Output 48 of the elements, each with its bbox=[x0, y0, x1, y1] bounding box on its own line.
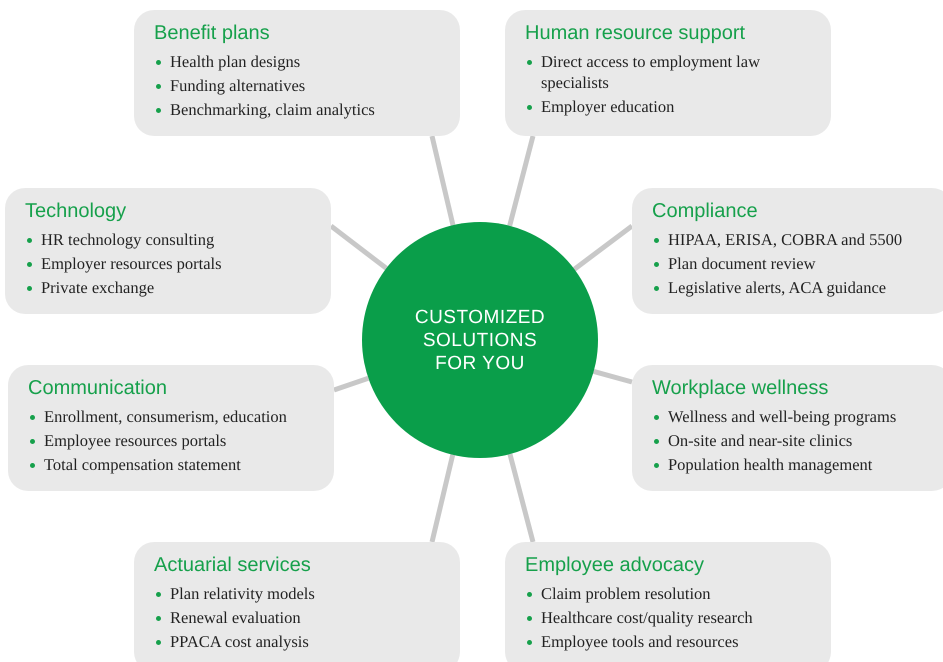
connector-line bbox=[430, 135, 456, 226]
card-heading: Compliance bbox=[652, 200, 759, 223]
bullet-item: HR technology consulting bbox=[25, 229, 317, 250]
card-heading: Technology bbox=[25, 200, 128, 223]
connector-line bbox=[329, 224, 388, 270]
connector-line bbox=[508, 454, 536, 543]
bullet-item: Total compensation statement bbox=[28, 454, 320, 475]
bullet-item: Funding alternatives bbox=[154, 75, 446, 96]
bullet-item: Employer education bbox=[525, 96, 817, 117]
bullet-item: Direct access to employment law specialists bbox=[525, 51, 817, 93]
bullet-item: Employee tools and resources bbox=[525, 631, 817, 652]
connector-line bbox=[507, 135, 536, 226]
service-card bbox=[5, 188, 331, 314]
bullet-item: Legislative alerts, ACA guidance bbox=[652, 277, 938, 298]
service-card bbox=[505, 10, 831, 136]
service-card bbox=[134, 10, 460, 136]
service-card bbox=[134, 542, 460, 662]
connector-line bbox=[333, 376, 370, 392]
bullet-item: Renewal evaluation bbox=[154, 607, 446, 628]
card-heading: Workplace wellness bbox=[652, 377, 830, 400]
bullet-item: Claim problem resolution bbox=[525, 583, 817, 604]
bullet-item: HIPAA, ERISA, COBRA and 5500 bbox=[652, 229, 938, 250]
card-heading: Communication bbox=[28, 377, 168, 400]
bullet-item: Plan relativity models bbox=[154, 583, 446, 604]
bullet-item: On-site and near-site clinics bbox=[652, 430, 938, 451]
bullet-item: PPACA cost analysis bbox=[154, 631, 446, 652]
bullet-item: Enrollment, consumerism, education bbox=[28, 406, 320, 427]
card-heading: Benefit plans bbox=[154, 22, 271, 45]
card-heading: Employee advocacy bbox=[525, 554, 705, 577]
connector-line bbox=[572, 224, 634, 272]
bullet-item: Employee resources portals bbox=[28, 430, 320, 451]
bullet-item: Population health management bbox=[652, 454, 938, 475]
service-card bbox=[8, 365, 334, 491]
bullet-item: Healthcare cost/quality research bbox=[525, 607, 817, 628]
service-card bbox=[632, 365, 943, 491]
bullet-item: Employer resources portals bbox=[25, 253, 317, 274]
bullet-item: Health plan designs bbox=[154, 51, 446, 72]
service-card bbox=[632, 188, 943, 314]
bullet-item: Benchmarking, claim analytics bbox=[154, 99, 446, 120]
bullet-item: Plan document review bbox=[652, 253, 938, 274]
card-heading: Actuarial services bbox=[154, 554, 312, 577]
center-label: CUSTOMIZED SOLUTIONS FOR YOU bbox=[414, 306, 546, 374]
card-heading: Human resource support bbox=[525, 22, 746, 45]
bullet-item: Private exchange bbox=[25, 277, 317, 298]
service-card bbox=[505, 542, 831, 662]
connector-line bbox=[593, 369, 633, 384]
bullet-item: Wellness and well-being programs bbox=[652, 406, 938, 427]
connector-line bbox=[430, 454, 456, 543]
